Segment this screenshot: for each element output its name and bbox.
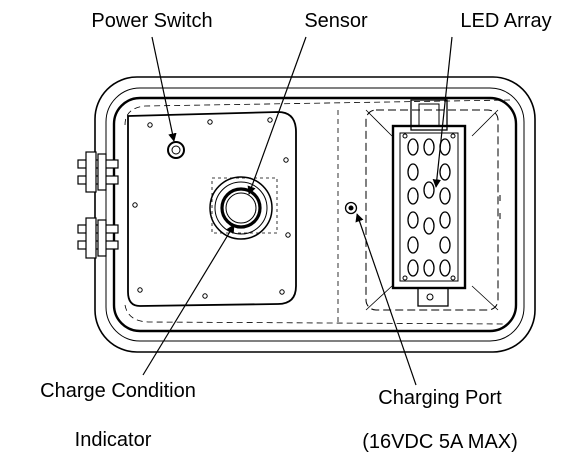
charging-port-leader (355, 213, 417, 386)
sensor-leader (247, 36, 307, 195)
charging-port-label: Charging Port (378, 387, 502, 409)
charging-port-label-line2: (16VDC 5A MAX) (362, 431, 518, 453)
power-switch-leader (151, 36, 177, 142)
charge-condition-label-line2: Indicator (75, 429, 152, 451)
device-housing (94, 76, 536, 353)
power-switch-label: Power Switch (91, 10, 212, 32)
led-array-panel (365, 99, 499, 311)
hinge-brackets (77, 151, 119, 259)
charge-condition-label: Charge Condition (40, 380, 196, 402)
leader-lines (142, 36, 453, 386)
charging-port (344, 201, 358, 215)
sensor-label: Sensor (304, 10, 368, 32)
led-array-label: LED Array (460, 10, 551, 32)
control-panel (127, 111, 297, 307)
sensor-dome (209, 176, 278, 240)
power-switch-knob (167, 141, 185, 159)
charge-indicator-leader (142, 224, 235, 376)
led-array-leader (432, 36, 453, 188)
